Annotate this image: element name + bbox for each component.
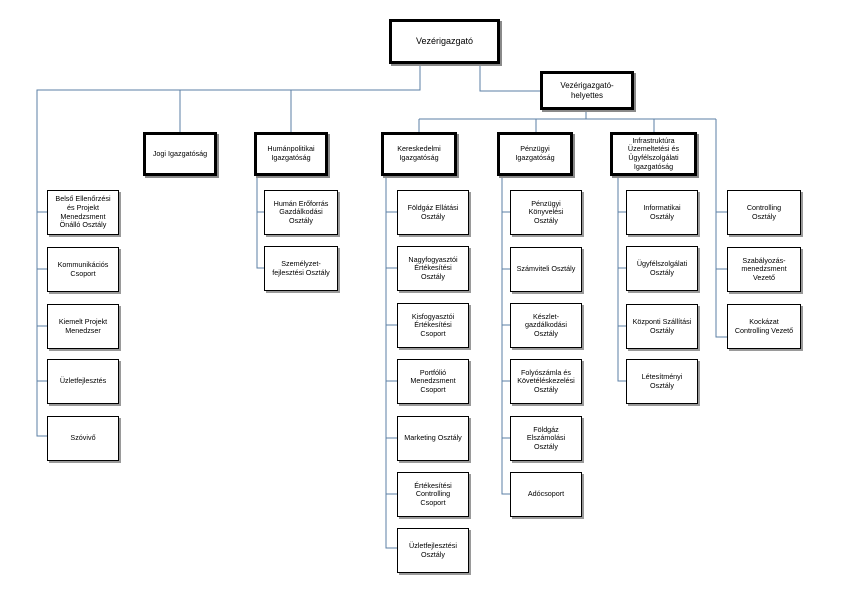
folyoszamla-box: Folyószámla és Követéléskezelési Osztály — [510, 359, 582, 404]
controlling-osztaly-label: Controlling Osztály — [746, 202, 782, 221]
penzugyi-igazgatosag-box: Pénzügyi Igazgatóság — [497, 132, 573, 176]
kommunikacios-csoport-box: Kommunikációs Csoport — [47, 247, 119, 292]
ugyfelszolgalati-box: Ügyfélszolgálati Osztály — [626, 246, 698, 291]
keszletgazdalkodasi-box: Készlet- gazdálkodási Osztály — [510, 303, 582, 348]
szemelyzetfejlesztesi-box: Személyzet- fejlesztési Osztály — [264, 246, 338, 291]
marketing-label: Marketing Osztály — [404, 433, 462, 443]
ceo-box: Vezérigazgató — [389, 19, 500, 64]
adocsoport-label: Adócsoport — [527, 489, 565, 499]
controlling-osztaly-box: Controlling Osztály — [727, 190, 801, 235]
uzletfejlesztesi-osztaly-box: Üzletfejlesztési Osztály — [397, 528, 469, 573]
portfolio-box: Portfólió Menedzsment Csoport — [397, 359, 469, 404]
ertekesitesi-controlling-label: Értékesítési Controlling Csoport — [414, 480, 452, 507]
kiemelt-projekt-menedzser-label: Kiemelt Projekt Menedzser — [58, 316, 108, 335]
kommunikacios-csoport-label: Kommunikációs Csoport — [57, 259, 109, 278]
letesitmenyi-box: Létesítményi Osztály — [626, 359, 698, 404]
szovivo-label: Szóvivő — [70, 433, 96, 443]
uzletfejlesztes-box: Üzletfejlesztés — [47, 359, 119, 404]
kozponti-szallitasi-box: Központi Szállítási Osztály — [626, 304, 698, 349]
nagyfogyasztoi-box: Nagyfogyasztói Értékesítési Osztály — [397, 246, 469, 291]
infrastruktura-igazgatosag-box: Infrastruktúra Üzemeltetési és Ügyfélszo… — [610, 132, 697, 176]
foldgaz-elszamolasi-label: Földgáz Elszámolási Osztály — [526, 424, 566, 451]
informatikai-label: Informatikai Osztály — [643, 202, 681, 221]
kereskedelmi-igazgatosag-box: Kereskedelmi Igazgatóság — [381, 132, 457, 176]
uzletfejlesztesi-osztaly-label: Üzletfejlesztési Osztály — [409, 540, 457, 559]
kockazat-controlling-label: Kockázat Controlling Vezető — [734, 316, 794, 335]
szabalyozas-menedzsment-box: Szabályozás- menedzsment Vezető — [727, 247, 801, 292]
szovivo-box: Szóvivő — [47, 416, 119, 461]
foldgaz-ellatasi-label: Földgáz Ellátási Osztály — [407, 202, 459, 221]
belso-ellenorzesi-box: Belső Ellenőrzési és Projekt Menedzsment… — [47, 190, 119, 235]
penzugyi-konyvelesi-box: Pénzügyi Könyvelési Osztály — [510, 190, 582, 235]
foldgaz-elszamolasi-box: Földgáz Elszámolási Osztály — [510, 416, 582, 461]
kozponti-szallitasi-label: Központi Szállítási Osztály — [632, 316, 692, 335]
kereskedelmi-igazgatosag-label: Kereskedelmi Igazgatóság — [397, 144, 441, 162]
penzugyi-konyvelesi-label: Pénzügyi Könyvelési Osztály — [528, 198, 564, 225]
kockazat-controlling-box: Kockázat Controlling Vezető — [727, 304, 801, 349]
nagyfogyasztoi-label: Nagyfogyasztói Értékesítési Osztály — [408, 254, 458, 281]
adocsoport-box: Adócsoport — [510, 472, 582, 517]
ugyfelszolgalati-label: Ügyfélszolgálati Osztály — [636, 258, 688, 277]
belso-ellenorzesi-label: Belső Ellenőrzési és Projekt Menedzsment… — [55, 194, 111, 230]
jogi-igazgatosag-box: Jogi Igazgatóság — [143, 132, 217, 176]
ertekesitesi-controlling-box: Értékesítési Controlling Csoport — [397, 472, 469, 517]
deputy-label: Vezérigazgató-helyettes — [560, 80, 614, 100]
kisfogyasztoi-box: Kisfogyasztói Értékesítési Csoport — [397, 303, 469, 348]
szemelyzetfejlesztesi-label: Személyzet- fejlesztési Osztály — [272, 258, 330, 277]
infrastruktura-igazgatosag-label: Infrastruktúra Üzemeltetési és Ügyfélszo… — [627, 135, 680, 171]
marketing-box: Marketing Osztály — [397, 416, 469, 461]
keszletgazdalkodasi-label: Készlet- gazdálkodási Osztály — [525, 311, 567, 338]
kiemelt-projekt-menedzser-box: Kiemelt Projekt Menedzser — [47, 304, 119, 349]
letesitmenyi-label: Létesítményi Osztály — [641, 371, 683, 390]
informatikai-box: Informatikai Osztály — [626, 190, 698, 235]
humanpolitikai-igazgatosag-label: Humánpolitikai Igazgatóság — [267, 144, 315, 162]
portfolio-label: Portfólió Menedzsment Csoport — [410, 367, 456, 394]
szabalyozas-menedzsment-label: Szabályozás- menedzsment Vezető — [741, 255, 787, 282]
szamviteli-box: Számviteli Osztály — [510, 247, 582, 292]
human-eroforras-box: Humán Erőforrás Gazdálkodási Osztály — [264, 190, 338, 235]
kisfogyasztoi-label: Kisfogyasztói Értékesítési Csoport — [411, 311, 455, 338]
jogi-igazgatosag-label: Jogi Igazgatóság — [152, 148, 208, 158]
folyoszamla-label: Folyószámla és Követéléskezelési Osztály — [517, 367, 575, 394]
foldgaz-ellatasi-box: Földgáz Ellátási Osztály — [397, 190, 469, 235]
humanpolitikai-igazgatosag-box: Humánpolitikai Igazgatóság — [254, 132, 328, 176]
deputy-box: Vezérigazgató-helyettes — [540, 71, 634, 110]
uzletfejlesztes-label: Üzletfejlesztés — [59, 376, 107, 386]
penzugyi-igazgatosag-label: Pénzügyi Igazgatóság — [515, 144, 555, 162]
human-eroforras-label: Humán Erőforrás Gazdálkodási Osztály — [273, 198, 329, 225]
ceo-label: Vezérigazgató — [415, 36, 474, 47]
szamviteli-label: Számviteli Osztály — [516, 264, 576, 274]
